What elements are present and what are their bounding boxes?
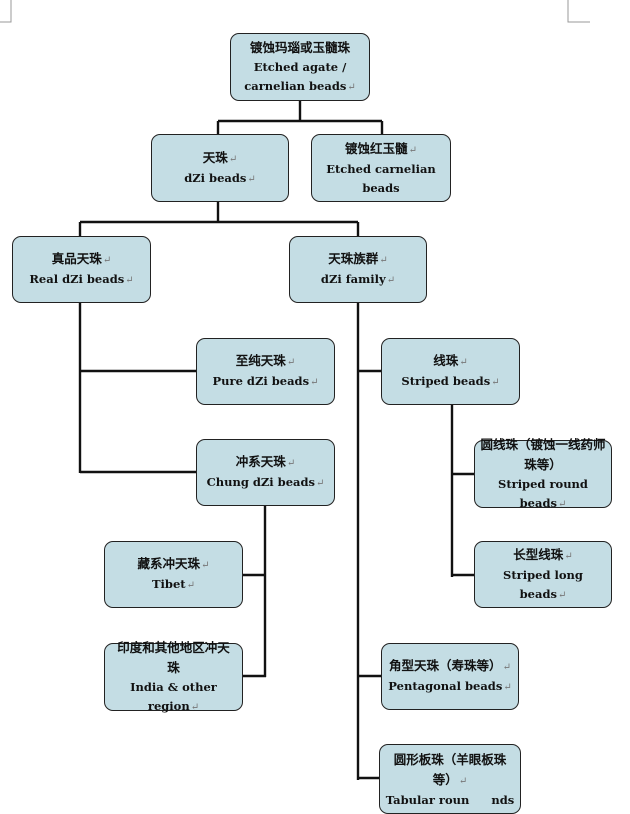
node-real-dzi: 真品天珠↵ Real dZi beads↵: [12, 236, 151, 303]
node-zh-label: 冲系天珠: [235, 454, 286, 469]
paragraph-mark: ↵: [247, 173, 256, 185]
node-chung-dzi: 冲系天珠↵ Chung dZi beads↵: [196, 439, 335, 506]
corner-mark-left: [0, 0, 12, 23]
node-zh-label: 线珠: [433, 353, 459, 368]
node-zh-label: 长型线珠: [513, 546, 564, 562]
paragraph-mark: ↵: [564, 550, 573, 562]
node-tabular-round: 圆形板珠（羊眼板珠 等）↵ Tabular roun nds: [379, 744, 521, 814]
node-en-label: Striped long beads: [503, 567, 583, 601]
node-striped-long: 长型线珠↵ Striped long beads↵: [474, 541, 612, 608]
paragraph-mark: ↵: [503, 682, 512, 693]
paragraph-mark: ↵: [286, 458, 296, 469]
paragraph-mark: ↵: [186, 580, 195, 591]
paragraph-mark: ↵: [310, 377, 319, 388]
paragraph-mark: ↵: [557, 589, 567, 601]
node-zh-label: 真品天珠: [51, 251, 102, 266]
node-en-label: Real dZi beads: [29, 272, 125, 286]
paragraph-mark: ↵: [347, 81, 356, 93]
node-en-label: dZi family: [320, 272, 386, 286]
corner-mark-right: [567, 0, 590, 23]
paragraph-mark: ↵: [502, 662, 511, 673]
node-en-label: India & other region: [130, 679, 217, 713]
node-en-label: Pentagonal beads: [388, 679, 503, 693]
node-zh-label-line2: 等）: [432, 772, 458, 787]
node-striped-round: 圆线珠（镀蚀一线药师 珠等） Striped round beads↵: [474, 436, 612, 510]
paragraph-mark: ↵: [286, 357, 296, 368]
node-dzi-family: 天珠族群↵ dZi family↵: [289, 236, 427, 303]
paragraph-mark: ↵: [190, 701, 200, 713]
node-zh-label: 至纯天珠: [235, 353, 286, 368]
node-pentagonal: 角型天珠（寿珠等）↵ Pentagonal beads↵: [381, 643, 519, 710]
node-zh-label-line2: 珠等）: [524, 456, 562, 472]
node-zh-label: 天珠: [202, 149, 228, 165]
paragraph-mark: ↵: [491, 377, 500, 388]
node-en-label: Striped round beads: [498, 476, 588, 510]
paragraph-mark: ↵: [408, 144, 417, 156]
node-pure-dzi: 至纯天珠↵ Pure dZi beads↵: [196, 338, 335, 405]
node-en-label-line2: carnelian beads: [244, 78, 347, 93]
node-en-label: Etched carnelian: [326, 161, 436, 176]
node-en-label: Pure dZi beads: [212, 374, 310, 388]
paragraph-mark: ↵: [459, 357, 468, 368]
node-striped-beads: 线珠↵ Striped beads↵: [381, 338, 520, 405]
node-zh-label: 圆形板珠（羊眼板珠: [393, 752, 507, 767]
paragraph-mark: ↵: [201, 560, 210, 571]
node-zh-label-line2: 珠: [167, 659, 180, 675]
paragraph-mark: ↵: [386, 275, 396, 286]
paragraph-mark: ↵: [102, 255, 112, 266]
paragraph-mark: ↵: [458, 776, 468, 787]
paragraph-mark: ↵: [316, 478, 325, 489]
node-en-label: Striped beads: [401, 374, 491, 388]
node-zh-label: 天珠族群: [328, 251, 379, 266]
node-en-label: Tibet: [152, 577, 186, 591]
node-india-other: 印度和其他地区冲天 珠 India & other region↵: [104, 639, 243, 713]
node-en-label: Etched agate /: [253, 59, 347, 74]
node-en-label: Chung dZi beads: [206, 475, 316, 489]
node-en-label-line2: beads: [362, 180, 400, 195]
node-dzi-beads: 天珠↵ dZi beads↵: [151, 134, 289, 202]
node-en-label-tail: nds: [491, 793, 515, 807]
node-etched-carnelian: 镀蚀红玉髓↵ Etched carnelian beads: [311, 134, 451, 202]
paragraph-mark: ↵: [228, 153, 238, 165]
node-zh-label: 圆线珠（镀蚀一线药师: [480, 436, 606, 452]
node-zh-label: 印度和其他地区冲天: [117, 639, 230, 655]
node-en-label: Tabular roun: [385, 793, 470, 807]
node-zh-label: 镀蚀红玉髓: [345, 140, 408, 156]
node-zh-label: 镀蚀玛瑙或玉髓珠: [249, 39, 350, 55]
node-zh-label: 藏系冲天珠: [137, 556, 201, 571]
node-en-label: dZi beads: [184, 170, 247, 185]
paragraph-mark: ↵: [125, 275, 134, 286]
paragraph-mark: ↵: [379, 255, 388, 266]
node-etched-agate-root: 镀蚀玛瑙或玉髓珠 Etched agate / carnelian beads↵: [230, 33, 370, 101]
node-zh-label: 角型天珠（寿珠等）: [389, 658, 502, 673]
node-tibet: 藏系冲天珠↵ Tibet↵: [104, 541, 243, 608]
paragraph-mark: ↵: [557, 498, 567, 510]
